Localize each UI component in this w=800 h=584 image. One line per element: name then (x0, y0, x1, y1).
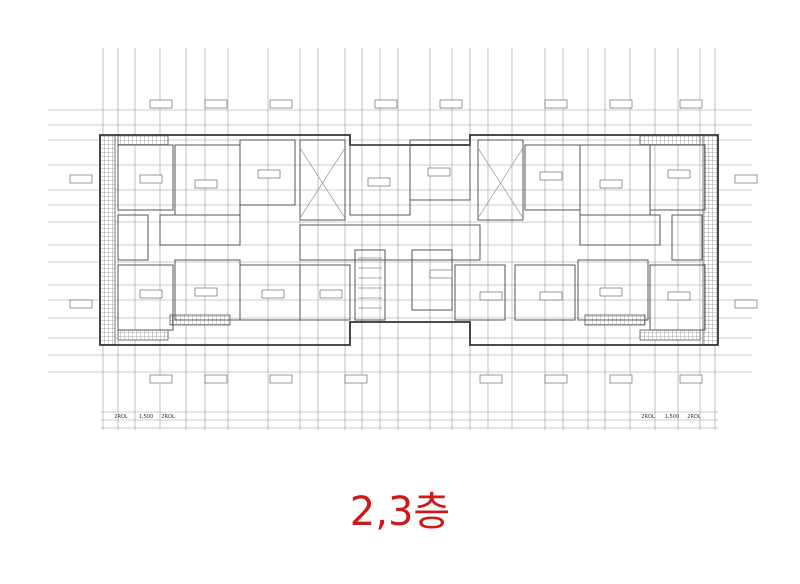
hatched-wall (117, 329, 169, 341)
room-labels (69, 99, 758, 384)
room (454, 264, 506, 321)
room-label-box (667, 291, 691, 301)
room (671, 214, 703, 261)
room-label-box (539, 171, 563, 181)
room-label-box (539, 291, 563, 301)
room (409, 139, 471, 201)
room (514, 264, 576, 321)
grid-lines (48, 48, 752, 430)
room (299, 139, 346, 221)
dimension-label: 2ROL (641, 414, 655, 420)
room (159, 214, 241, 246)
room-label-box (599, 179, 623, 189)
room-label-box (319, 289, 343, 299)
room-label-box (679, 374, 703, 384)
room-label-box (149, 374, 173, 384)
room (117, 264, 174, 331)
room-label-box (269, 374, 293, 384)
room (354, 249, 386, 321)
rooms (117, 139, 706, 331)
shaft-diagonal (477, 147, 524, 219)
room-label-box (269, 99, 293, 109)
room-label-box (667, 169, 691, 179)
room-label-box (599, 287, 623, 297)
room-label-box (204, 99, 228, 109)
dimension-label: 2ROL (114, 414, 128, 420)
room (239, 139, 296, 206)
floor-plan-drawing: 2ROL 1,500 2ROL 2ROL 1,500 2ROL (48, 48, 758, 430)
dimension-label: 2ROL (161, 414, 175, 420)
shaft-diagonal (299, 147, 346, 219)
room-label-box (194, 179, 218, 189)
building-outline (99, 134, 719, 346)
room-label-box (257, 169, 281, 179)
room (577, 259, 649, 321)
room-label-box (139, 289, 163, 299)
room-label-box (429, 269, 453, 279)
room (477, 139, 524, 221)
room (299, 264, 351, 321)
dimension-label: 2ROL (687, 414, 701, 420)
room-label-box (609, 374, 633, 384)
room (649, 144, 706, 211)
room-label-box (679, 99, 703, 109)
room-label-box (544, 374, 568, 384)
dimension-labels: 2ROL 1,500 2ROL 2ROL 1,500 2ROL (114, 414, 701, 420)
room (299, 224, 481, 261)
room-label-box (427, 167, 451, 177)
room-label-box (374, 99, 398, 109)
room-label-box (609, 99, 633, 109)
room-label-box (204, 374, 228, 384)
room-label-box (194, 287, 218, 297)
room (649, 264, 706, 331)
room (117, 144, 174, 211)
dimension-label: 1,500 (139, 414, 153, 420)
room-label-box (479, 291, 503, 301)
room-label-box (344, 374, 368, 384)
hatched-wall (99, 134, 116, 346)
room-label-box (149, 99, 173, 109)
room (411, 249, 453, 311)
dimension-label: 1,500 (665, 414, 679, 420)
room-label-box (544, 99, 568, 109)
room (117, 214, 149, 261)
room-label-box (439, 99, 463, 109)
room-label-box (479, 374, 503, 384)
hatched-wall (639, 134, 701, 146)
room-label-box (367, 177, 391, 187)
room-label-box (69, 299, 93, 309)
room-label-box (734, 299, 758, 309)
walls (99, 134, 719, 346)
room-label-box (261, 289, 285, 299)
hatched-wall (117, 134, 169, 146)
floor-caption: 2,3층 (349, 489, 451, 535)
hatched-wall (639, 329, 701, 341)
room-label-box (69, 174, 93, 184)
room-label-box (734, 174, 758, 184)
room (579, 214, 661, 246)
room-label-box (139, 174, 163, 184)
